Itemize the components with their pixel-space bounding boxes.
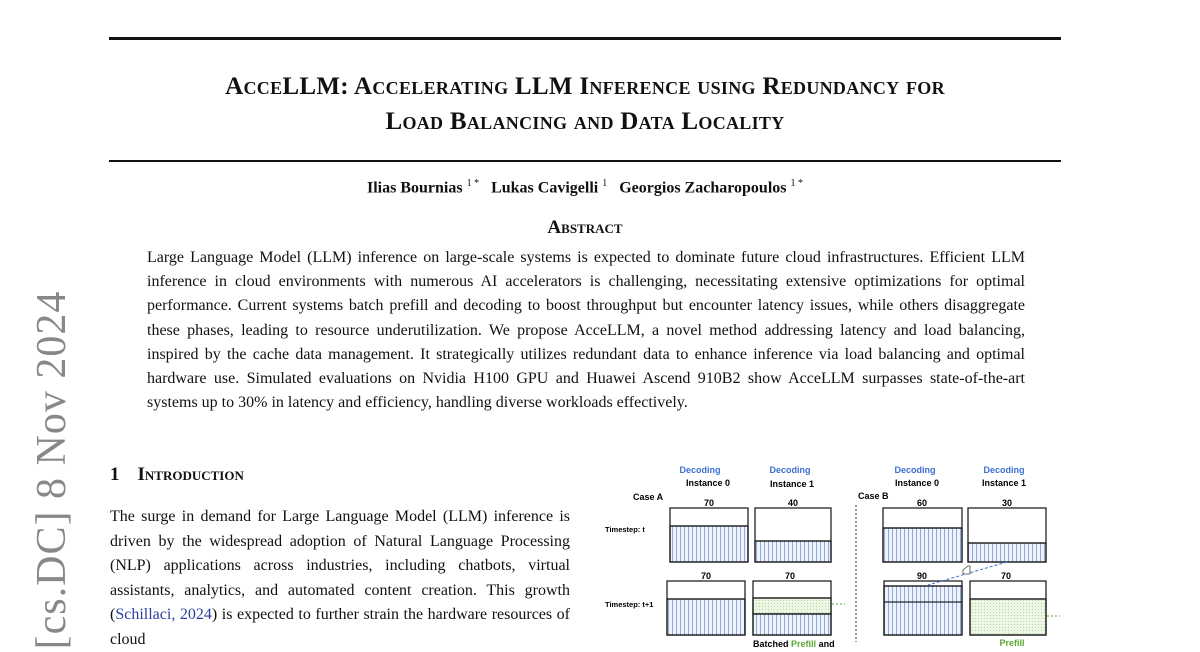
case-b-label: Case B: [858, 491, 889, 501]
prefill-fill: [969, 598, 1047, 636]
prefill-fill: [752, 597, 832, 615]
word: Prefill: [791, 639, 816, 648]
citation-link[interactable]: Schillaci, 2024: [115, 606, 212, 623]
author: Ilias Bournias: [366, 179, 463, 197]
instance-box: [969, 580, 1047, 636]
document-icon: [962, 565, 971, 575]
decode-fill: [754, 540, 832, 563]
authors: Ilias Bournias 1 * Lukas Cavigelli 1 Geo…: [0, 178, 1170, 197]
section-number: 1: [110, 464, 120, 485]
title-line-2: Load Balancing and Data Locality: [385, 108, 785, 135]
author-affil: 1 *: [466, 178, 480, 189]
author-affil: 1 *: [790, 178, 804, 189]
value-label: 70: [701, 571, 711, 581]
value-label: 60: [917, 498, 927, 508]
decode-fill: [883, 585, 963, 636]
timestep-t-label: Timestep: t: [605, 525, 645, 534]
instance-box: [752, 580, 832, 636]
section-title: Introduction: [137, 464, 244, 485]
label-instance: Instance 1: [770, 479, 814, 489]
instance-box: [754, 507, 832, 563]
top-rule: [109, 37, 1061, 40]
paper-title: AcceLLM: Accelerating LLM Inference usin…: [109, 69, 1061, 139]
instance-box: [882, 507, 963, 563]
intro-text: ) is expected to further strain the hard…: [110, 606, 571, 648]
value-label: 70: [704, 498, 714, 508]
label-decoding: Decoding: [769, 465, 810, 475]
label-instance: Instance 1: [982, 478, 1026, 488]
decode-fill: [967, 542, 1047, 563]
value-label: 70: [785, 571, 795, 581]
timestep-t1-label: Timestep: t+1: [605, 600, 653, 609]
case-a-label: Case A: [633, 492, 664, 502]
label-decoding: Decoding: [983, 465, 1024, 475]
value-label: 70: [1001, 571, 1011, 581]
value-label: 90: [917, 571, 927, 581]
decode-fill: [666, 598, 746, 636]
section-heading: 1 Introduction: [110, 464, 262, 486]
author: Georgios Zacharopoulos: [619, 179, 787, 197]
word: Batched: [753, 639, 789, 648]
decode-fill: [669, 525, 749, 563]
abstract-text: Large Language Model (LLM) inference on …: [147, 249, 1025, 412]
instance-box: [666, 580, 746, 636]
title-rule: [109, 160, 1061, 162]
instance-box: [883, 580, 963, 636]
value-label: 30: [1002, 498, 1012, 508]
intro-text: The surge in demand for Large Language M…: [110, 508, 570, 623]
label-instance: Instance 0: [686, 478, 730, 488]
intro-paragraph: The surge in demand for Large Language M…: [110, 505, 570, 652]
label-decoding: Decoding: [894, 465, 935, 475]
title-line-1: AcceLLM: Accelerating LLM Inference usin…: [225, 73, 945, 100]
abstract-heading: Abstract: [547, 217, 623, 238]
author-affil: 1: [602, 178, 608, 189]
decode-fill: [752, 613, 832, 636]
label-decoding: Decoding: [679, 465, 720, 475]
caption-prefill: Prefill: [999, 638, 1024, 648]
decode-fill: [882, 527, 963, 563]
word: and: [819, 639, 835, 648]
label-instance: Instance 0: [895, 478, 939, 488]
caption-batched-prefill: Batched Prefill and: [753, 639, 835, 648]
instance-box: [669, 507, 749, 563]
value-label: 40: [788, 498, 798, 508]
author: Lukas Cavigelli: [491, 179, 599, 197]
